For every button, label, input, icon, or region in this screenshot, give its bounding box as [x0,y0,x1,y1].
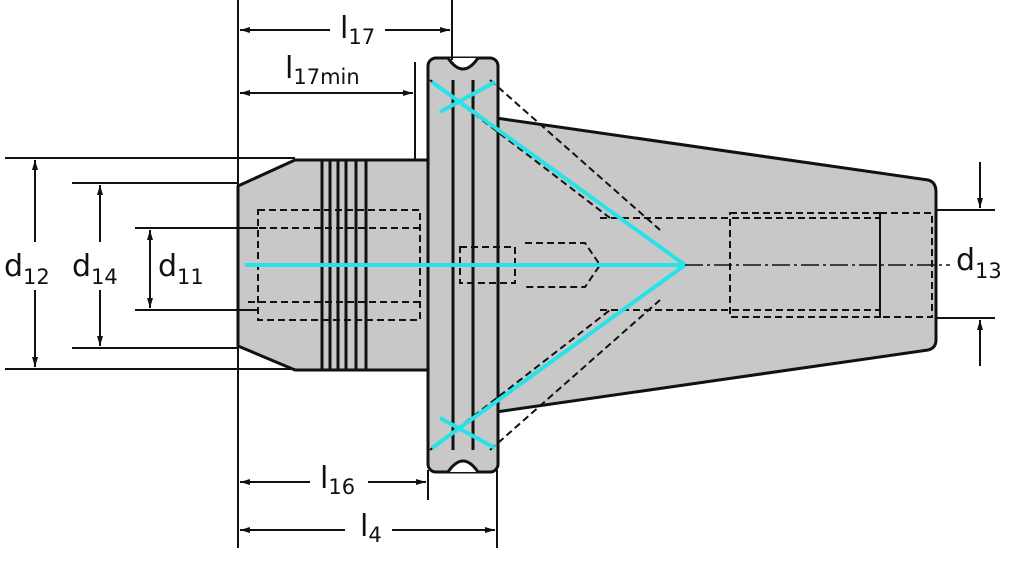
label-d14: d14 [72,249,118,289]
label-l17min: l17min [285,51,360,89]
dimension-lines [32,27,983,533]
label-d12: d12 [4,249,50,289]
label-l17: l17 [340,11,375,49]
flange-groove-top [446,57,480,71]
label-l4: l4 [360,509,382,547]
label-l16: l16 [320,461,355,499]
label-d11: d11 [158,249,204,289]
extension-lines [5,0,995,548]
flange-groove-bottom [446,459,480,473]
label-d13: d13 [956,243,1002,283]
